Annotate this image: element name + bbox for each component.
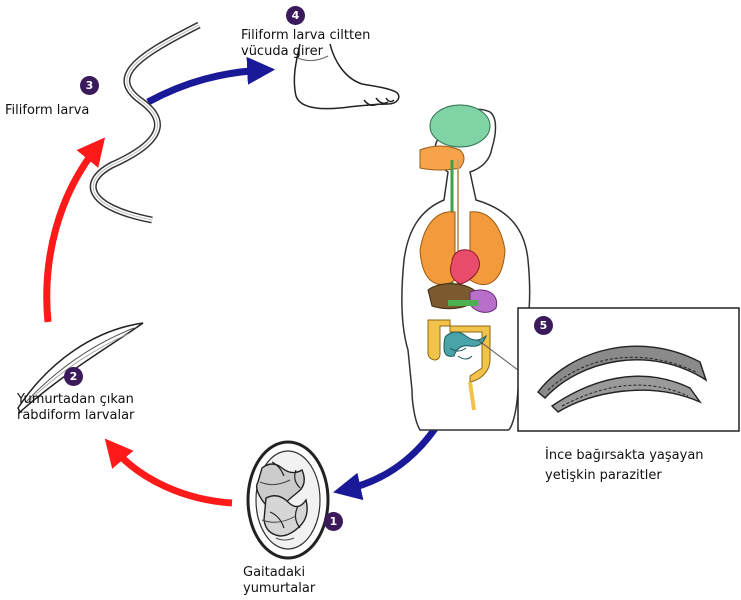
step-badge-5: 5: [534, 316, 553, 335]
step-label-3: Filiform larva: [5, 103, 89, 119]
step-label-1: Gaitadaki yumurtalar: [243, 565, 315, 597]
filiform-larva-icon: [93, 25, 199, 220]
step-label-5: İnce bağırsakta yaşayan yetişkin parazit…: [545, 446, 704, 486]
arrow-egg-to-rhabditiform: [112, 447, 232, 503]
step-label-5-line-2: yetişkin parazitler: [545, 466, 704, 486]
step-label-4-line-2: vücuda girer: [241, 44, 370, 60]
step-label-1-line-1: Gaitadaki: [243, 565, 315, 581]
step-badge-1: 1: [324, 512, 343, 531]
step-badge-2: 2: [64, 367, 83, 386]
step-label-2: Yumurtadan çıkan rabdiform larvalar: [17, 392, 134, 424]
step-badge-3: 3: [80, 76, 99, 95]
step-label-4-line-1: Filiform larva ciltten: [241, 28, 370, 44]
step-label-4: Filiform larva ciltten vücuda girer: [241, 28, 370, 60]
step-label-2-line-1: Yumurtadan çıkan: [17, 392, 134, 408]
egg-icon: [248, 442, 328, 558]
human-body-icon: [402, 105, 530, 430]
arrow-filiform-to-skin: [148, 70, 264, 102]
step-label-3-line-1: Filiform larva: [5, 103, 89, 119]
step-badge-4: 4: [286, 6, 305, 25]
step-label-1-line-2: yumurtalar: [243, 581, 315, 597]
step-label-2-line-2: rabdiform larvalar: [17, 408, 134, 424]
step-label-5-line-1: İnce bağırsakta yaşayan: [545, 446, 704, 466]
arrow-rhabditiform-to-filiform: [47, 146, 98, 322]
